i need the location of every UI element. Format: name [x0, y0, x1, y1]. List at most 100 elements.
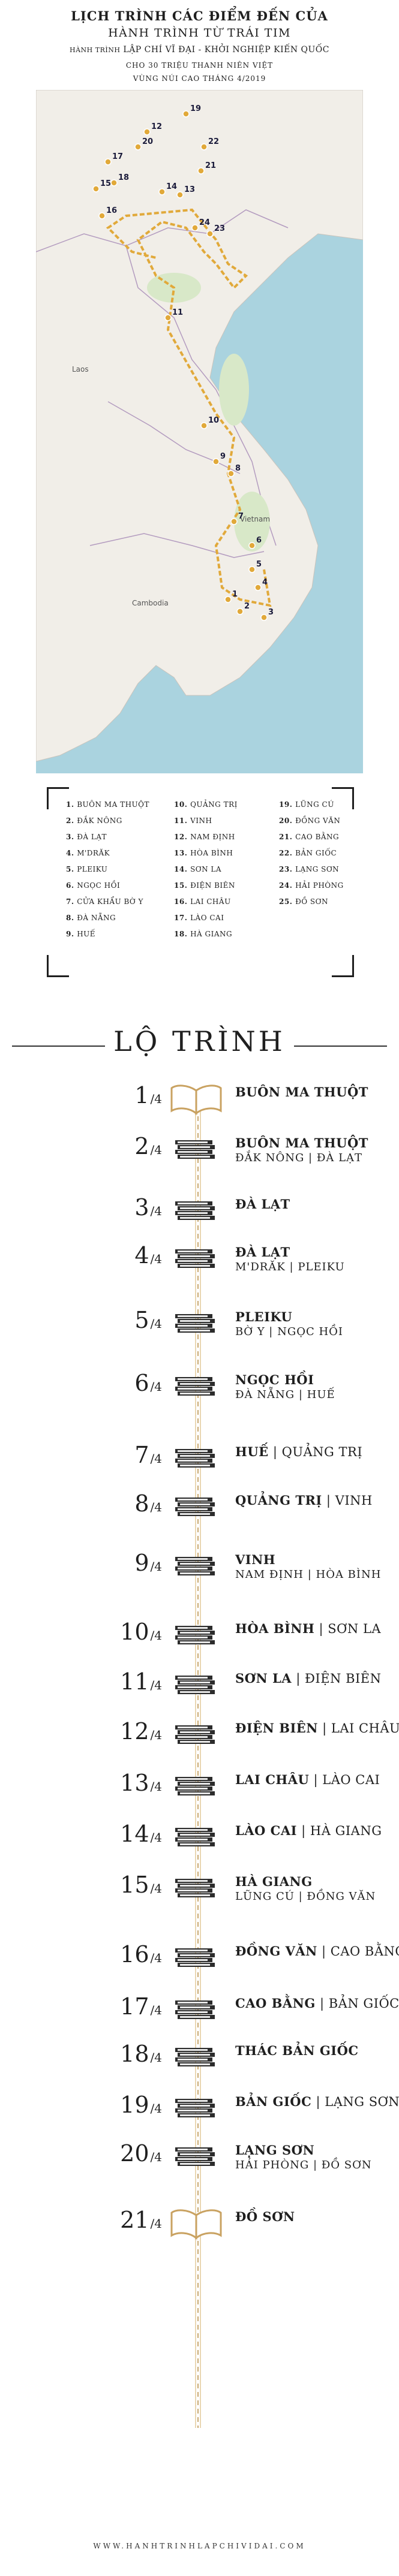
legend-item-name: HÀ GIANG [190, 930, 233, 938]
map-marker-label: 2 [244, 602, 250, 611]
book-stack-icon [175, 2147, 215, 2166]
legend-item: 25. ĐỒ SƠN [279, 897, 369, 914]
timeline-next-destination: | SƠN LA [314, 1622, 382, 1636]
timeline-destinations: ĐỒ SƠN [235, 2209, 391, 2224]
timeline-sub-destinations: LŨNG CÚ | ĐỒNG VĂN [235, 1890, 376, 1903]
legend-item: 17. LÀO CAI [174, 914, 264, 930]
map-marker-label: 18 [118, 173, 129, 182]
timeline-date-day: 11 [120, 1668, 149, 1695]
timeline-destinations: BẢN GIỐC | LẠNG SƠN [235, 2094, 399, 2109]
legend-item: 10. QUẢNG TRỊ [174, 800, 264, 817]
map-marker [230, 518, 238, 525]
map-marker [227, 470, 235, 477]
map-marker [200, 422, 208, 429]
legend-item-name: ĐỒ SƠN [295, 897, 328, 906]
title-rule-right [279, 1046, 387, 1047]
map-marker [206, 230, 214, 237]
timeline-main-destination: CAO BẰNG | BẢN GIỐC [235, 1996, 399, 2011]
book-stack-icon [175, 1777, 215, 1795]
book-stack-icon [175, 1828, 215, 1846]
timeline-sub-destinations: BỜ Y | NGỌC HỒI [235, 1325, 344, 1338]
timeline-date-month: /4 [150, 1204, 162, 1218]
header-title-line2: HÀNH TRÌNH TỪ TRÁI TIM [108, 26, 291, 40]
timeline-date: 21/4 [72, 2207, 162, 2233]
open-book-icon [170, 1084, 222, 1116]
legend-item: 6. NGỌC HỒI [66, 881, 156, 897]
timeline-date: 7/4 [72, 1442, 162, 1468]
legend-item-name: ĐIỆN BIÊN [190, 881, 235, 890]
book-stack-icon [175, 1377, 215, 1396]
timeline-row: 19/4 BẢN GIỐC | LẠNG SƠN [0, 2092, 399, 2128]
map-label-cambodia: Cambodia [132, 599, 169, 607]
map-marker-label: 6 [256, 536, 262, 545]
footer-website[interactable]: WWW.HANHTRINHLAPCHIVIDAI.COM [93, 2542, 306, 2550]
timeline-date-day: 20 [120, 2140, 149, 2167]
legend-item-name: CAO BẰNG [295, 833, 340, 841]
timeline-main-destination-name: ĐÀ LẠT [235, 1245, 290, 1260]
map-marker [212, 458, 220, 465]
map-marker [191, 224, 199, 231]
timeline-date-month: /4 [150, 2101, 162, 2116]
legend-item-name: M'DRĂK [77, 849, 110, 857]
legend-item-number: 22. [279, 849, 296, 857]
timeline-main-destination: LAI CHÂU | LÀO CAI [235, 1772, 391, 1787]
book-stack-icon [175, 2099, 215, 2117]
legend-item-number: 23. [279, 865, 296, 873]
timeline-date-day: 10 [120, 1619, 149, 1645]
legend-item-number: 6. [66, 881, 77, 890]
legend-item-number: 12. [174, 833, 191, 841]
book-stack-icon [175, 1879, 215, 1897]
timeline-date: 12/4 [72, 1718, 162, 1745]
timeline-destinations: BUÔN MA THUỘT [235, 1084, 391, 1099]
timeline-sub-destinations: ĐẮK NÔNG | ĐÀ LẠT [235, 1152, 363, 1164]
timeline-main-destination-name: HUẾ [235, 1444, 269, 1459]
map-marker-label: 13 [184, 185, 195, 194]
timeline-main-destination-name: ĐÀ LẠT [235, 1197, 290, 1212]
timeline-date-month: /4 [150, 1881, 162, 1896]
book-stack-icon [175, 1498, 215, 1516]
timeline-main-destination-name: ĐỒ SƠN [235, 2209, 295, 2224]
legend-item-number: 25. [279, 897, 296, 906]
timeline-date: 8/4 [72, 1490, 162, 1517]
legend-item-number: 7. [66, 897, 77, 906]
timeline-next-destination: | LẠNG SƠN [311, 2095, 399, 2109]
timeline-date-month: /4 [150, 2216, 162, 2231]
timeline-next-destination: | HÀ GIANG [297, 1824, 382, 1838]
timeline-date: 13/4 [72, 1770, 162, 1796]
timeline-destinations: CAO BẰNG | BẢN GIỐC [235, 1996, 399, 2011]
timeline-main-destination-name: HÒA BÌNH [235, 1621, 315, 1636]
timeline-date: 4/4 [72, 1242, 162, 1269]
timeline-destinations: LÀO CAI | HÀ GIANG [235, 1823, 391, 1838]
title-rule-left [12, 1046, 120, 1047]
timeline-main-destination-name: CAO BẰNG [235, 1996, 316, 2011]
legend-item-name: LŨNG CÚ [295, 800, 334, 809]
timeline-date-month: /4 [150, 1143, 162, 1157]
book-stack-icon [175, 1140, 215, 1159]
timeline-main-destination: ĐIỆN BIÊN | LAI CHÂU [235, 1721, 399, 1736]
legend-item: 19. LŨNG CÚ [279, 800, 369, 817]
map-marker [224, 596, 232, 603]
timeline-main-destination: QUẢNG TRỊ | VINH [235, 1493, 391, 1508]
legend-item: 3. ĐÀ LẠT [66, 833, 156, 849]
timeline-date-day: 18 [120, 2041, 149, 2067]
timeline-main-destination: THÁC BẢN GIỐC [235, 2043, 391, 2058]
timeline-date: 19/4 [72, 2092, 162, 2118]
timeline-date-day: 16 [120, 1941, 149, 1968]
timeline-date: 14/4 [72, 1821, 162, 1847]
legend-item: 15. ĐIỆN BIÊN [174, 881, 264, 897]
timeline-destinations: THÁC BẢN GIỐC [235, 2043, 391, 2058]
legend-item: 11. VINH [174, 817, 264, 833]
map-marker [143, 128, 151, 135]
map-marker-label: 11 [172, 308, 183, 317]
legend-item-number: 8. [66, 914, 77, 922]
timeline-main-destination: BUÔN MA THUỘT [235, 1084, 391, 1099]
legend-item-number: 10. [174, 800, 191, 809]
timeline-row: 12/4 ĐIỆN BIÊN | LAI CHÂU [0, 1718, 399, 1754]
